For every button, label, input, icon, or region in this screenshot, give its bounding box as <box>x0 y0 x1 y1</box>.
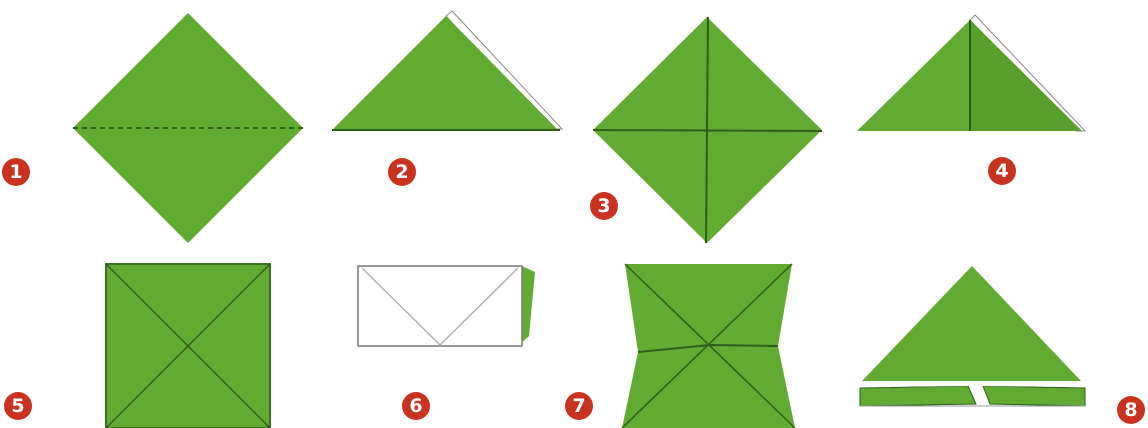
white-gap <box>862 381 1081 387</box>
step-number-badge: 5 <box>4 392 32 420</box>
white-rectangle-paper <box>358 266 522 346</box>
step-5-figure <box>106 264 270 428</box>
step-number-badge: 2 <box>388 158 416 186</box>
step-number-badge: 1 <box>2 158 30 186</box>
step-7-figure <box>622 264 795 428</box>
step-number-badge: 7 <box>565 392 593 420</box>
lower-left-flap <box>860 386 976 406</box>
step-3-figure <box>593 17 822 243</box>
step-number-badge: 6 <box>402 392 430 420</box>
step-2-figure <box>332 11 562 130</box>
step-number-badge: 8 <box>1117 396 1145 424</box>
step-number-badge: 4 <box>988 157 1016 185</box>
step-number-badge: 3 <box>590 192 618 220</box>
horizontal-crease <box>593 130 822 131</box>
top-triangle <box>862 266 1081 381</box>
right-half-shade <box>970 20 1082 131</box>
step-1-figure <box>73 13 303 243</box>
step-4-figure <box>857 15 1085 131</box>
diamond-paper <box>73 13 303 243</box>
step-8-figure <box>860 266 1085 406</box>
lower-right-flap <box>983 386 1085 406</box>
folded-triangle <box>332 16 558 130</box>
step-6-figure <box>358 266 535 346</box>
